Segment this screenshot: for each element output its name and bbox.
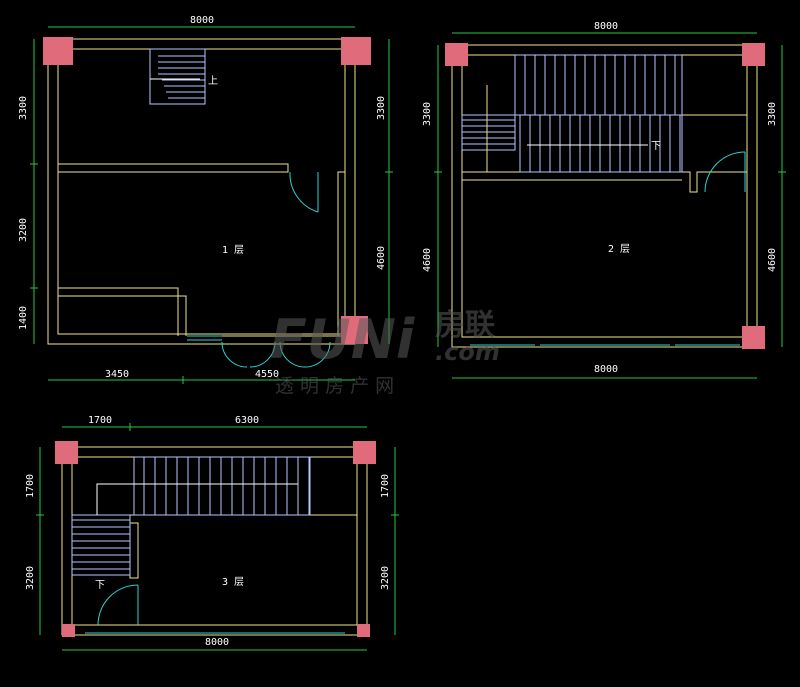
floor-1-bottom-doors xyxy=(187,335,331,368)
column xyxy=(43,37,73,65)
floor-1-dim-left-middle: 3200 xyxy=(18,218,29,242)
column xyxy=(445,43,468,66)
floor-3-plan: 下 3 层 1700 6300 1700 3200 1700 3200 8000 xyxy=(25,415,399,651)
floor-1-dim-top: 8000 xyxy=(190,15,214,26)
floor-1-plan: 上 1 层 8000 3300 3200 xyxy=(18,15,393,384)
floor-3-stair xyxy=(71,456,311,576)
floor-2-room-label: 2 层 xyxy=(608,243,630,255)
watermark-domain: .com xyxy=(435,338,500,366)
floor-3-dimensions xyxy=(36,423,399,651)
watermark-brand: FUNi xyxy=(270,308,416,371)
floor-2-stair xyxy=(461,54,683,173)
floor-1-dim-left-upper: 3300 xyxy=(18,96,29,120)
floor-3-stair-arrow xyxy=(96,483,298,515)
floor-3-room-label: 3 层 xyxy=(222,576,244,588)
floor-2-stair-treads xyxy=(462,55,681,172)
floor-1-dim-right-lower: 4600 xyxy=(376,246,387,270)
floor-1-dimensions xyxy=(30,26,393,384)
floor-1-stair xyxy=(149,48,206,105)
floor-3-stair-marker: 下 xyxy=(95,580,105,591)
floor-2-dim-left-lower: 4600 xyxy=(422,248,433,272)
floor-3-door xyxy=(97,584,139,626)
floor-1-door xyxy=(289,171,319,213)
floor-1-room-label: 1 层 xyxy=(222,244,244,256)
floor-1-columns xyxy=(43,37,371,344)
floor-3-dim-top-left: 1700 xyxy=(88,415,112,426)
floor-2-dim-left-upper: 3300 xyxy=(422,102,433,126)
floor-2-dim-right-lower: 4600 xyxy=(767,248,778,272)
floor-3-dim-left-upper: 1700 xyxy=(25,474,36,498)
column xyxy=(357,624,370,637)
column xyxy=(62,624,75,637)
floor-1-stair-marker: 上 xyxy=(208,75,218,87)
floor-2-dim-top: 8000 xyxy=(594,21,618,32)
watermark-chinese: 房联 xyxy=(435,308,495,343)
floor-2-dim-right-upper: 3300 xyxy=(767,102,778,126)
floor-2-door xyxy=(704,151,746,193)
floor-2-columns xyxy=(445,43,765,349)
floor-3-stair-treads xyxy=(72,457,310,570)
floor-1-dim-right-upper: 3300 xyxy=(376,96,387,120)
floor-1-dim-bottom-left: 3450 xyxy=(105,369,129,380)
floor-2-plan: 下 2 层 8000 3300 4600 3300 4600 8000 xyxy=(422,21,786,379)
floor-2-dim-bottom: 8000 xyxy=(594,364,618,375)
floor-1-dim-left-lower: 1400 xyxy=(18,306,29,330)
watermark: FUNi 房联 .com 透 明 房 产 网 xyxy=(270,308,500,397)
column xyxy=(55,441,78,464)
floor-3-columns xyxy=(55,441,376,637)
floor-2-stair-marker: 下 xyxy=(651,141,661,152)
floor-3-dim-top-right: 6300 xyxy=(235,415,259,426)
floor-1-walls xyxy=(47,38,356,345)
column xyxy=(742,326,765,349)
column xyxy=(341,37,371,65)
floor-3-dim-bottom: 8000 xyxy=(205,637,229,648)
floor-3-dim-right-lower: 3200 xyxy=(380,566,391,590)
column xyxy=(742,43,765,66)
column xyxy=(353,441,376,464)
floor-2-dimensions xyxy=(434,32,786,379)
floor-3-dim-right-upper: 1700 xyxy=(380,474,391,498)
column xyxy=(341,316,368,344)
floor-3-dim-left-lower: 3200 xyxy=(25,566,36,590)
watermark-slogan: 透 明 房 产 网 xyxy=(275,375,394,397)
floor-1-dim-bottom-right: 4550 xyxy=(255,369,279,380)
